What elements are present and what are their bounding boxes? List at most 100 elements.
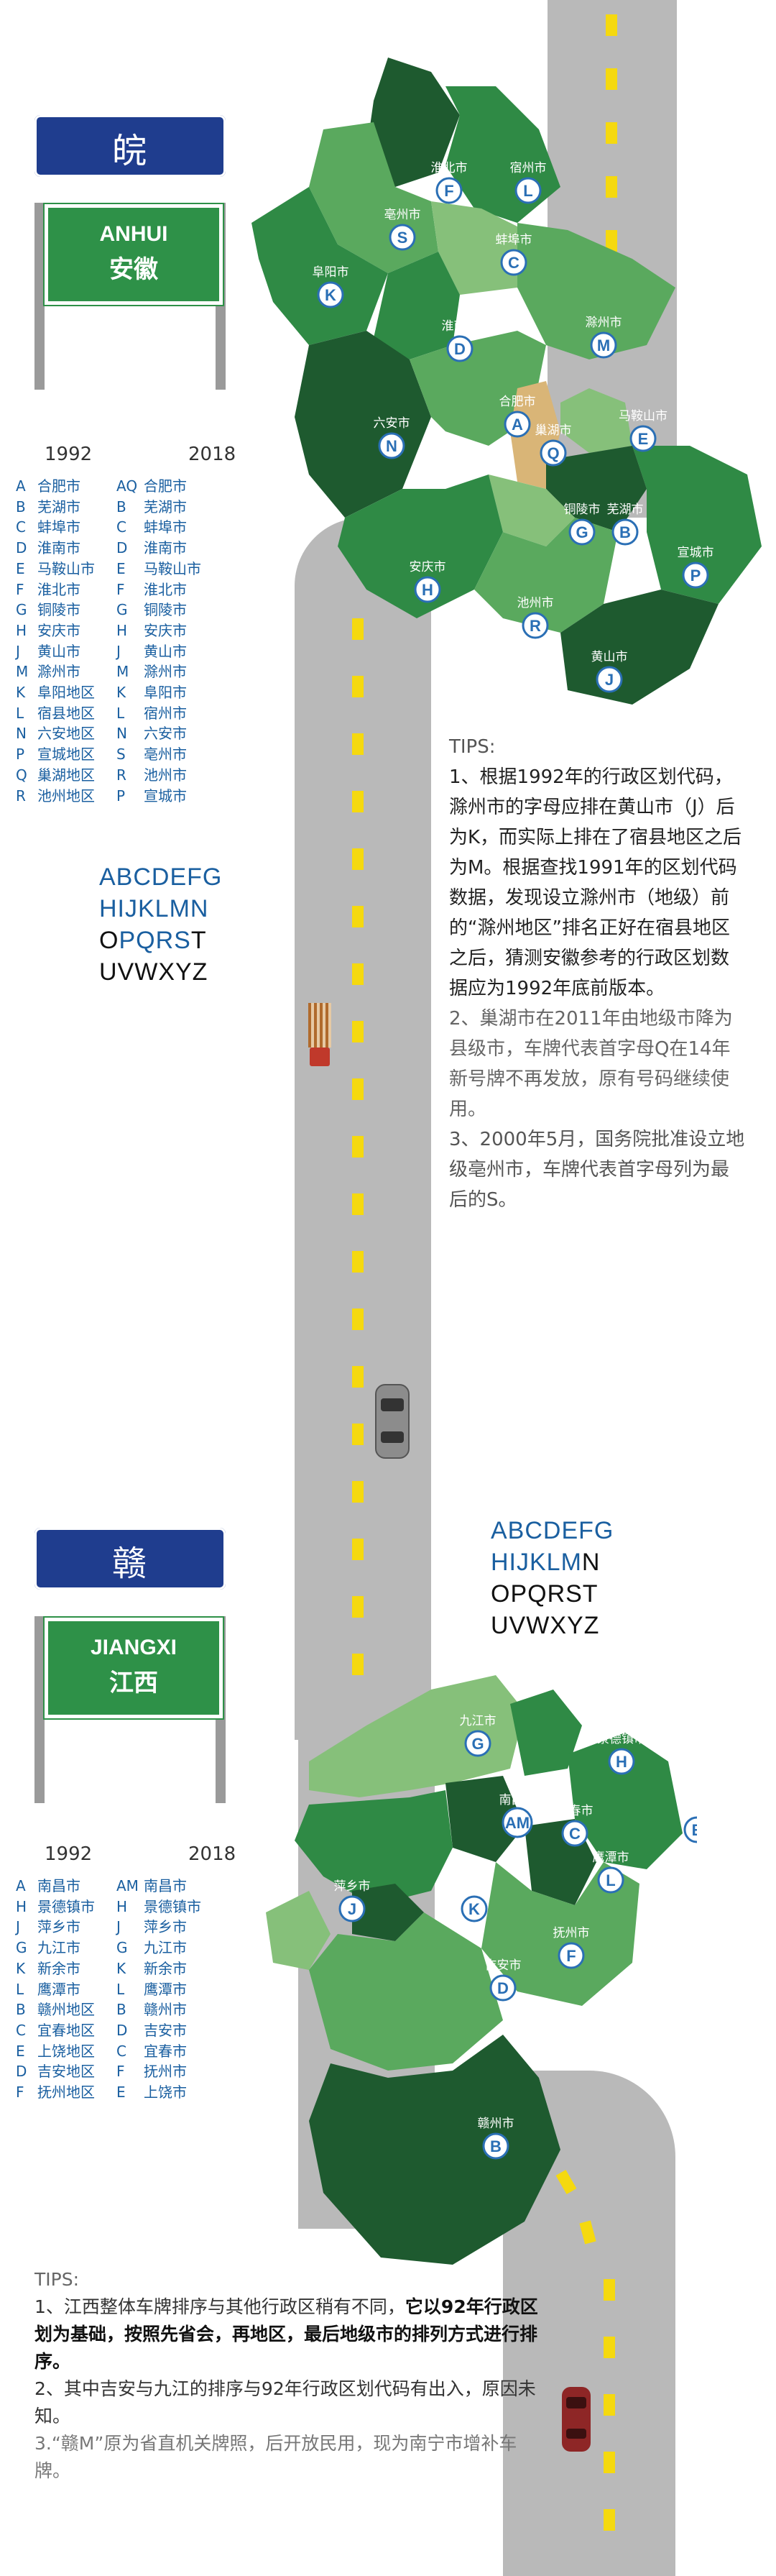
region-jiujiang [309, 1675, 525, 1797]
city-name: 南昌市 [37, 1877, 80, 1894]
city-name: 亳州市 [144, 746, 187, 764]
anhui-alphabet: ABCDEFG HIJKLMN OPQRST UVWXYZ [99, 861, 222, 988]
region-ganzhou [309, 2035, 560, 2265]
city-name: 巢湖地区 [37, 766, 95, 784]
plate-letter: L [116, 1980, 125, 1998]
map-marker-circle [389, 224, 416, 251]
tip-paragraph: 3、2000年5月，国务院批准设立地级亳州市，车牌代表首字母列为最后的S。 [449, 1129, 745, 1211]
sign-pole [34, 203, 45, 390]
plate-letter: N [116, 725, 127, 743]
city-name: 淮北市 [144, 580, 187, 598]
plate-letter: B [116, 2001, 126, 2019]
map-marker-letter: J [348, 1900, 356, 1918]
city-name: 九江市 [144, 1939, 187, 1957]
map-marker-letter: B [490, 2137, 502, 2155]
alpha-line: OPQRST [99, 925, 222, 956]
map-marker-circle [611, 518, 639, 546]
map-city-label: 宜春市 [557, 1804, 593, 1818]
map-marker-circle [464, 1730, 491, 1757]
plate-letter: B [16, 2001, 26, 2019]
city-name: 铜陵市 [144, 601, 187, 619]
map-marker-letter: G [471, 1735, 484, 1753]
map-marker-letter: M [597, 336, 610, 354]
plate-letter: L [16, 1980, 24, 1998]
map-marker-letter: S [397, 229, 408, 247]
map-marker-circle [561, 1820, 588, 1847]
map-city-label: 南昌市 [499, 1793, 536, 1807]
map-city-label: 安庆市 [410, 560, 446, 574]
map-marker-circle [596, 666, 623, 693]
plate-letter: H [16, 1897, 27, 1915]
map-city-label: 宿州市 [510, 161, 547, 175]
plate-letter: M [16, 663, 29, 681]
alpha-line: OPQRST [491, 1580, 599, 1608]
plate-letter: R [16, 787, 26, 805]
region-shangrao [568, 1733, 683, 1869]
plate-letter: M [116, 663, 129, 681]
map-marker-letter: L [523, 182, 532, 200]
plate-letter: J [116, 1918, 121, 1936]
map-marker-letter: D [454, 340, 466, 358]
region-suzhou [445, 86, 560, 223]
map-city-label: 淮南市 [442, 319, 479, 334]
plate-letter: G [116, 601, 128, 619]
map-city-label: 马鞍山市 [619, 409, 668, 423]
year-1992: 1992 [45, 444, 93, 465]
city-name: 六安市 [144, 725, 187, 743]
plate-letter: A [16, 477, 26, 495]
map-city-label: 九江市 [460, 1714, 496, 1728]
city-name: 黄山市 [37, 642, 80, 660]
city-name: 景德镇市 [144, 1897, 201, 1915]
tip-paragraph: 2、其中吉安与九江的排序与92年行政区划代码有出入，原因未知。 [34, 2378, 536, 2426]
sign-chinese: 安徽 [109, 255, 158, 284]
map-marker-circle [500, 249, 527, 276]
city-name: 景德镇市 [37, 1897, 95, 1915]
map-marker-letter: R [530, 617, 541, 635]
map-marker-letter: C [569, 1825, 581, 1843]
map-marker-circle [489, 1974, 517, 2002]
tips-title: TIPS: [34, 2269, 80, 2290]
alpha-line: HIJKLMN [99, 895, 209, 922]
city-name: 芜湖市 [144, 498, 187, 515]
plate-letter: S [116, 746, 126, 764]
city-name: 鹰潭市 [144, 1980, 187, 1998]
plate-letter: K [116, 684, 126, 702]
map-marker-circle [502, 1807, 533, 1838]
sign-board: ANHUI 安徽 [45, 204, 223, 305]
plate-letter: D [116, 539, 128, 557]
map-marker-circle [629, 425, 657, 452]
alpha-line: ABCDEFG [491, 1517, 614, 1544]
plate-letter: C [16, 2021, 26, 2039]
region-pingxiang [266, 1891, 331, 1970]
sign-pole [34, 1616, 45, 1803]
plate-letter: A [16, 1877, 26, 1894]
table-header: 1992 2018 [16, 1844, 236, 1876]
plate-letter: AQ [116, 477, 138, 495]
city-name: 宜春地区 [37, 2021, 95, 2039]
map-marker-circle [590, 331, 617, 359]
tip-paragraph: 1、江西整体车牌排序与其他行政区稍有不同，它以92年行政区划为基础，按照先省会，… [34, 2293, 552, 2375]
city-name: 淮南市 [37, 539, 80, 557]
plate-letter: B [16, 498, 26, 515]
city-name: 吉安地区 [37, 2063, 95, 2081]
city-name: 抚州市 [144, 2063, 187, 2081]
map-marker-letter: D [497, 1979, 509, 1997]
map-city-label: 巢湖市 [535, 423, 572, 438]
year-2018: 2018 [188, 444, 236, 465]
map-marker-letter: J [605, 671, 614, 689]
sign-english: JIANGXI [90, 1636, 177, 1659]
